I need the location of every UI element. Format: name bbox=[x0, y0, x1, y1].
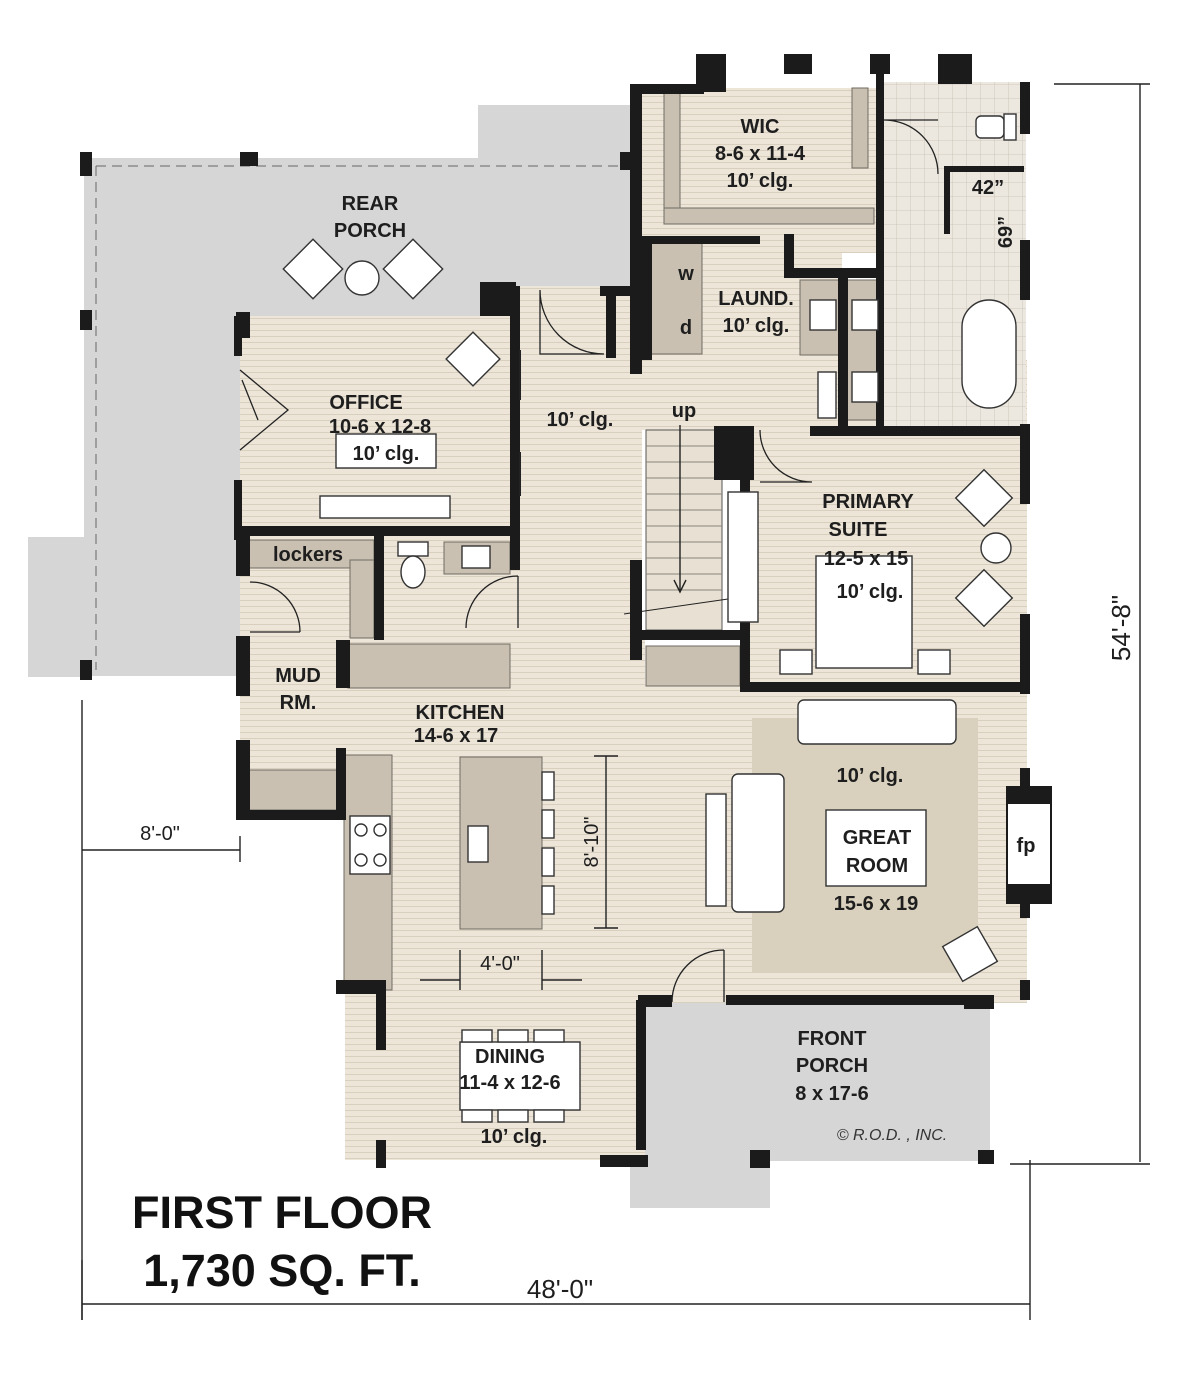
stairs-up-label: up bbox=[672, 400, 696, 422]
hall-ceiling: 10’ clg. bbox=[547, 409, 614, 431]
aisle-width-dimension: 4'-0" bbox=[480, 953, 520, 975]
shower-width: 42” bbox=[972, 177, 1004, 199]
primary-suite-label-1: PRIMARY bbox=[822, 491, 914, 513]
great-room-label-1: GREAT bbox=[843, 827, 912, 849]
shower-depth: 69” bbox=[995, 216, 1017, 248]
dining-ceiling: 10’ clg. bbox=[481, 1126, 548, 1148]
front-porch-area bbox=[630, 1003, 990, 1208]
doors bbox=[239, 119, 939, 1003]
great-room-label-2: ROOM bbox=[846, 855, 908, 877]
lockers-label: lockers bbox=[273, 544, 343, 566]
rear-porch-label-2: PORCH bbox=[334, 220, 406, 242]
great-room-size: 15-6 x 19 bbox=[834, 893, 919, 915]
kitchen-label: KITCHEN bbox=[416, 702, 505, 724]
staircase bbox=[623, 425, 736, 631]
overall-depth-dimension: 54'-8" bbox=[1106, 595, 1136, 661]
floor-title: FIRST FLOOR bbox=[132, 1187, 432, 1238]
mud-room-label-1: MUD bbox=[275, 665, 321, 687]
island-length-dimension: 8'-10" bbox=[581, 817, 603, 868]
front-porch-label-1: FRONT bbox=[798, 1028, 867, 1050]
primary-suite-label-2: SUITE bbox=[829, 519, 888, 541]
mud-room-label-2: RM. bbox=[280, 692, 317, 714]
laundry-label: LAUND. bbox=[718, 288, 794, 310]
office-label: OFFICE bbox=[329, 392, 402, 414]
front-porch-label-2: PORCH bbox=[796, 1055, 868, 1077]
wic-ceiling: 10’ clg. bbox=[727, 170, 794, 192]
dining-label: DINING bbox=[475, 1046, 545, 1068]
rear-porch-label-1: REAR bbox=[342, 193, 399, 215]
front-porch-size: 8 x 17-6 bbox=[795, 1083, 868, 1105]
copyright-notice: © R.O.D. , INC. bbox=[837, 1127, 947, 1144]
dining-size: 11-4 x 12-6 bbox=[459, 1072, 560, 1094]
fireplace-label: fp bbox=[1017, 835, 1036, 857]
dimension-lines bbox=[81, 83, 1150, 1320]
dryer-label: d bbox=[680, 317, 692, 339]
overall-width-dimension: 48'-0" bbox=[527, 1274, 593, 1304]
wic-label: WIC bbox=[741, 116, 780, 138]
great-room-ceiling: 10’ clg. bbox=[837, 765, 904, 787]
laundry-ceiling: 10’ clg. bbox=[723, 315, 790, 337]
floor-area: 1,730 SQ. FT. bbox=[143, 1245, 421, 1296]
furniture bbox=[282, 113, 1017, 1123]
primary-suite-size: 12-5 x 15 bbox=[824, 548, 909, 570]
fireplace bbox=[1008, 804, 1050, 884]
kitchen-size: 14-6 x 17 bbox=[414, 725, 499, 747]
office-ceiling: 10’ clg. bbox=[353, 443, 420, 465]
porch-offset-dimension: 8'-0" bbox=[140, 823, 180, 845]
office-size: 10-6 x 12-8 bbox=[329, 416, 431, 438]
washer-label: w bbox=[677, 263, 694, 285]
wic-size: 8-6 x 11-4 bbox=[715, 143, 806, 165]
primary-suite-ceiling: 10’ clg. bbox=[837, 581, 904, 603]
